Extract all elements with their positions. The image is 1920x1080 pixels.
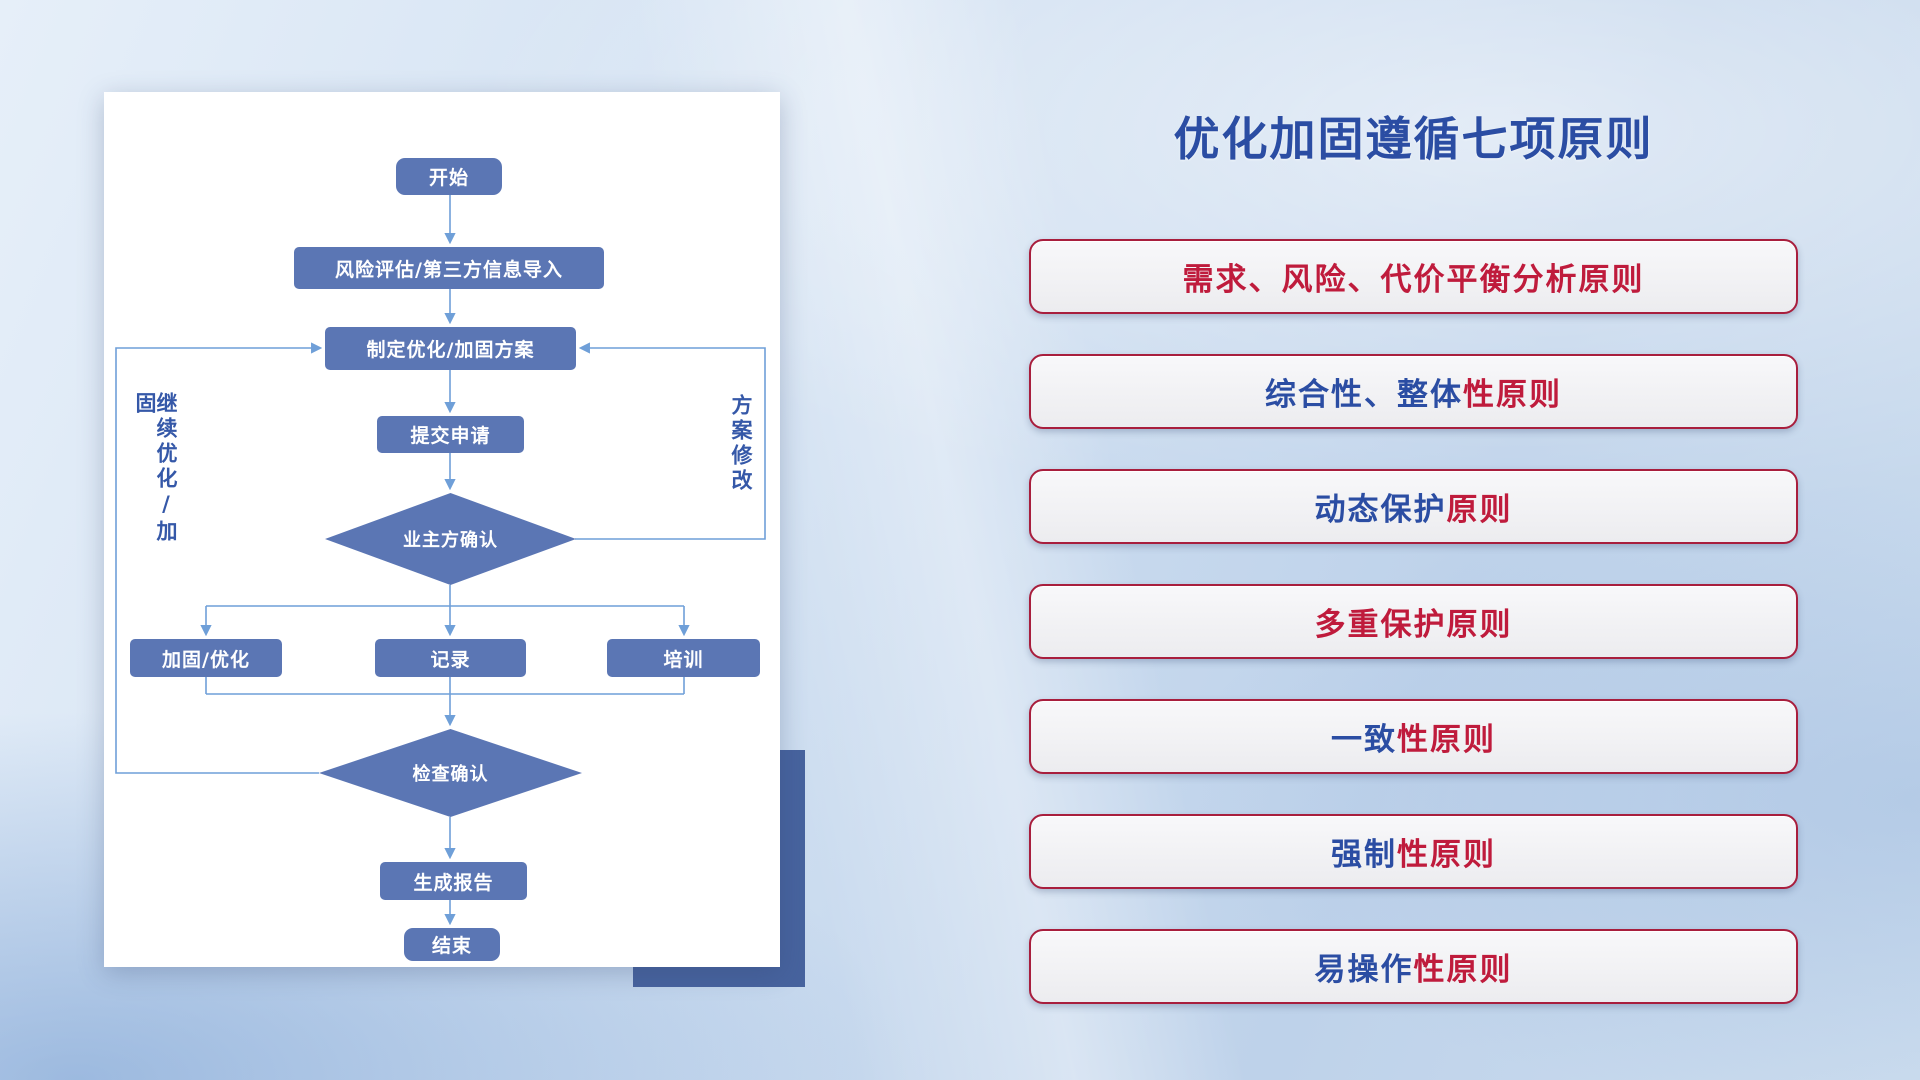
principle-text-red: 性原则 [1397, 837, 1496, 874]
flow-node-training: 培训 [607, 639, 760, 677]
loop-label-plan-modify: 方案修改 [729, 394, 753, 494]
principle-text-red: 原则 [1446, 492, 1513, 529]
flow-node-end: 结束 [404, 928, 500, 961]
principle-pill-7: 易操作性原则 [1029, 929, 1798, 1005]
flow-decision-owner-confirm: 业主方确认 [325, 493, 576, 585]
flowchart-card: 开始 风险评估/第三方信息导入 制定优化/加固方案 提交申请 业主方确认 加固/… [104, 92, 780, 967]
flow-node-record: 记录 [375, 639, 526, 677]
principle-pill-5: 一致性原则 [1029, 699, 1798, 775]
principle-text-red: 性原则 [1413, 952, 1513, 989]
principle-pill-1: 需求、风险、代价平衡分析原则 [1029, 239, 1798, 315]
principle-text-blue: 强制 [1331, 837, 1397, 874]
principle-text-red: 需求、风险、代价平衡分析原则 [1182, 262, 1645, 299]
page-title: 优化加固遵循七项原则 [1173, 112, 1654, 166]
flow-decision-check-confirm: 检查确认 [319, 729, 582, 817]
principle-pill-3: 动态保护原则 [1029, 469, 1798, 545]
principle-pill-4: 多重保护原则 [1029, 584, 1798, 660]
principle-pill-2: 综合性、整体性原则 [1029, 354, 1798, 430]
flow-node-report: 生成报告 [380, 862, 527, 900]
flow-node-submit: 提交申请 [377, 416, 524, 453]
principle-pill-6: 强制性原则 [1029, 814, 1798, 890]
principle-text-red: 性原则 [1397, 722, 1496, 759]
principles-list: 需求、风险、代价平衡分析原则 综合性、整体性原则 动态保护原则 多重保护原则 一… [1029, 239, 1798, 1005]
principle-text-red: 性原则 [1463, 377, 1562, 414]
flow-node-make-plan: 制定优化/加固方案 [325, 327, 576, 370]
loop-label-continue-optimize: 继续优化/加固 [133, 392, 178, 545]
principle-text-red: 多重保护原则 [1314, 607, 1513, 644]
flow-node-risk-import: 风险评估/第三方信息导入 [294, 247, 604, 289]
principle-text-blue: 综合性、整体 [1265, 377, 1463, 414]
principle-text-blue: 一致 [1331, 722, 1397, 759]
principles-panel: 优化加固遵循七项原则 需求、风险、代价平衡分析原则 综合性、整体性原则 动态保护… [1029, 0, 1798, 1005]
principle-text-blue: 动态保护 [1314, 492, 1447, 529]
principle-text-blue: 易操作 [1314, 952, 1414, 989]
flow-node-reinforce: 加固/优化 [130, 639, 282, 677]
flow-node-start: 开始 [396, 158, 502, 195]
